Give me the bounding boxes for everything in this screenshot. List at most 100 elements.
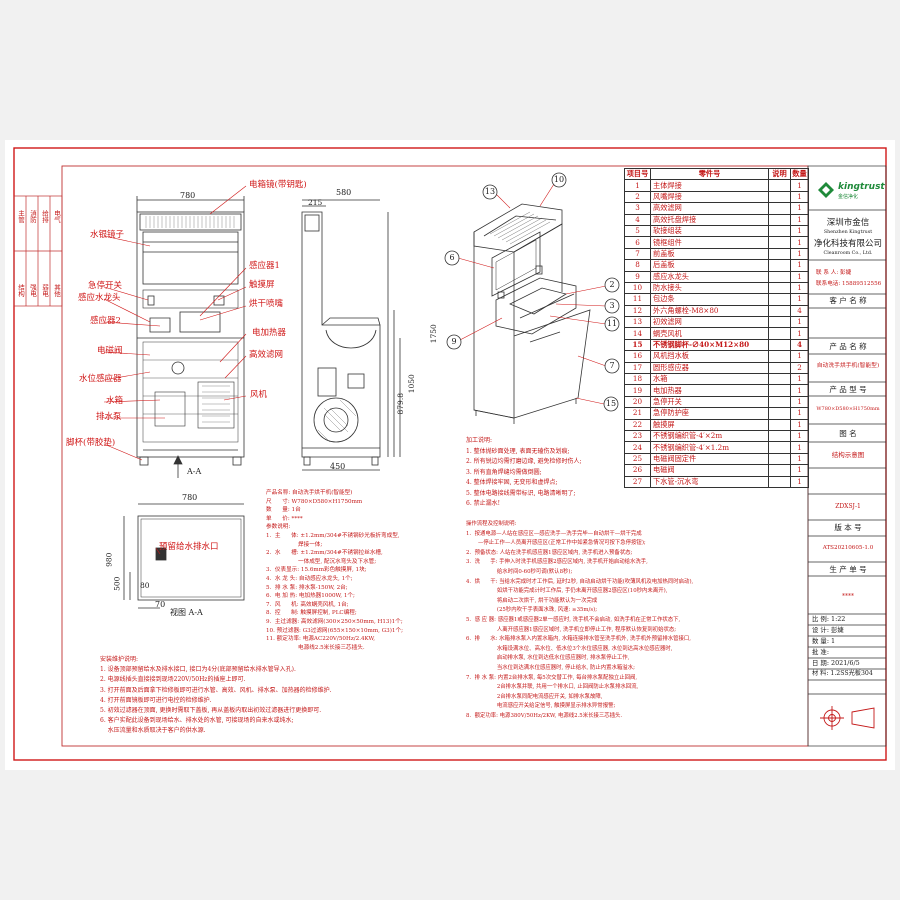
parts-cell-note bbox=[768, 384, 791, 397]
isometric-view bbox=[473, 203, 591, 424]
parts-cell-no: 13 bbox=[624, 316, 651, 329]
dim-70: 70 bbox=[155, 600, 166, 609]
parts-cell-qty: 1 bbox=[790, 270, 809, 283]
parts-cell-note bbox=[768, 373, 791, 386]
parts-cell-qty: 1 bbox=[790, 429, 809, 443]
parts-cell-no: 10 bbox=[624, 281, 651, 295]
parts-cell-no: 26 bbox=[624, 464, 651, 477]
parts-cell-name: 下水管-沉水弯 bbox=[650, 475, 769, 488]
parts-cell-qty: 1 bbox=[790, 373, 809, 386]
parts-cell-qty: 1 bbox=[790, 418, 809, 432]
parts-cell-qty: 1 bbox=[790, 452, 809, 466]
label-level-sensor: 水位感应器 bbox=[79, 374, 122, 384]
front-view-hatching bbox=[145, 216, 235, 423]
parts-cell-note bbox=[768, 338, 791, 352]
parts-cell-qty: 1 bbox=[790, 213, 809, 226]
spec-line: 尺 寸: W780×D580×H1750mm bbox=[266, 498, 363, 505]
spec-line: 3. 仪表显示: 15.6mm彩色触摸屏, 1块; bbox=[266, 567, 367, 574]
customer-label: 客 户 名 称 bbox=[829, 296, 867, 305]
parts-cell-qty: 1 bbox=[790, 190, 809, 204]
parts-header-note: 说明 bbox=[768, 167, 791, 181]
callout-13: 13 bbox=[484, 187, 496, 196]
parts-cell-no: 20 bbox=[624, 395, 651, 409]
parts-cell-name: 前盖板 bbox=[650, 247, 769, 261]
operation-line: 2台排水泵同配电流感应开关, 如排水泵故障, bbox=[466, 693, 603, 700]
parts-cell-qty: 1 bbox=[790, 247, 809, 261]
spec-line: 8. 控 制: 触摸屏控制, PLC编程; bbox=[266, 610, 357, 617]
label-hepa: 高效滤网 bbox=[249, 350, 284, 360]
parts-cell-name: 急停开关 bbox=[650, 395, 769, 409]
parts-cell-note bbox=[768, 327, 791, 340]
material: 材 料: 1.2SS光板304 bbox=[812, 670, 873, 677]
brand-name: kingtrust bbox=[838, 182, 885, 192]
operation-line: 电流感应开关给定信号, 触摸屏显示排水异常报警; bbox=[466, 703, 616, 710]
parts-cell-qty: 1 bbox=[790, 395, 809, 409]
parts-cell-note bbox=[768, 304, 791, 318]
process-line: 4. 整体焊接牢固, 无变形和虚焊点; bbox=[466, 479, 558, 486]
callout-3: 3 bbox=[609, 301, 615, 310]
parts-cell-qty: 1 bbox=[790, 293, 809, 306]
parts-cell-no: 16 bbox=[624, 350, 651, 363]
parts-cell-no: 15 bbox=[624, 338, 651, 352]
left-revision-strip bbox=[13, 195, 63, 307]
product-model-value: W780×D580×H1750mm bbox=[816, 406, 880, 412]
spec-line: 焊接一体; bbox=[266, 541, 323, 548]
view-aa-leader bbox=[155, 547, 161, 555]
process-line: 加工说明: bbox=[466, 437, 493, 444]
dim-879: 879.8 bbox=[395, 393, 405, 415]
label-drain-pump: 排水泵 bbox=[96, 412, 122, 422]
callout-6: 6 bbox=[449, 253, 455, 262]
spec-line: 数 量: 1台 bbox=[266, 507, 301, 514]
install-line: 2. 电源线插头直接接到现场220V/50Hz的插座上即可. bbox=[100, 676, 246, 684]
dim-980: 980 bbox=[104, 552, 114, 567]
parts-cell-no: 11 bbox=[624, 293, 651, 306]
operation-line: 如烘干功能完成计时工作后, 手仍未离开感应器2感应区(10秒内未离开), bbox=[466, 588, 668, 595]
product-name-label: 产 品 名 称 bbox=[829, 342, 867, 351]
parts-cell-note bbox=[768, 224, 791, 238]
parts-cell-qty: 4 bbox=[790, 304, 809, 318]
parts-cell-note bbox=[768, 316, 791, 329]
production-value: **** bbox=[842, 593, 854, 600]
parts-cell-no: 7 bbox=[624, 247, 651, 261]
parts-cell-no: 5 bbox=[624, 224, 651, 238]
label-estop: 急停开关 bbox=[88, 281, 123, 291]
product-model-label: 产 品 型 号 bbox=[829, 385, 867, 394]
operation-line: 4. 烘 干: 当给水完成时才工作后, 延时2秒, 自动启动烘干功能(吹薄风机及… bbox=[466, 578, 694, 585]
contact-phone: 联系电话: 15889512556 bbox=[816, 281, 882, 287]
view-aa bbox=[123, 503, 245, 609]
version-label: 版 本 号 bbox=[834, 523, 862, 532]
label-fan: 风机 bbox=[250, 390, 268, 400]
parts-header-qty: 数量 bbox=[790, 167, 809, 181]
parts-cell-note bbox=[768, 464, 791, 477]
label-faucet: 感应水龙头 bbox=[78, 293, 121, 303]
parts-cell-qty: 1 bbox=[790, 475, 809, 488]
parts-cell-note bbox=[768, 475, 791, 488]
dim-580: 580 bbox=[336, 188, 352, 197]
parts-cell-no: 2 bbox=[624, 190, 651, 204]
dim-780: 780 bbox=[180, 191, 196, 200]
parts-cell-no: 3 bbox=[624, 202, 651, 215]
parts-cell-note bbox=[768, 361, 791, 375]
install-line: 5. 初效过滤器在顶面, 更换时需取下盖板, 再从盖板内取出初效过滤器进行更换即… bbox=[100, 707, 322, 715]
parts-cell-note bbox=[768, 270, 791, 283]
operation-line: 人离开感应器1感应区域时, 洗手机立即停止工作, 程序默认恢复到初始状态; bbox=[466, 626, 677, 633]
process-line: 1. 整体抛砂面处理, 表面无磕伤及划痕; bbox=[466, 447, 570, 455]
install-line: 安装维护说明: bbox=[100, 656, 139, 663]
parts-header-row: 项目号 零件号 说明 数量 bbox=[624, 167, 809, 181]
parts-cell-name: 包边条 bbox=[650, 293, 769, 306]
label-sensor2: 感应器2 bbox=[90, 316, 121, 326]
date: 日 期: 2021/6/5 bbox=[812, 659, 860, 667]
callout-15: 15 bbox=[605, 399, 617, 408]
